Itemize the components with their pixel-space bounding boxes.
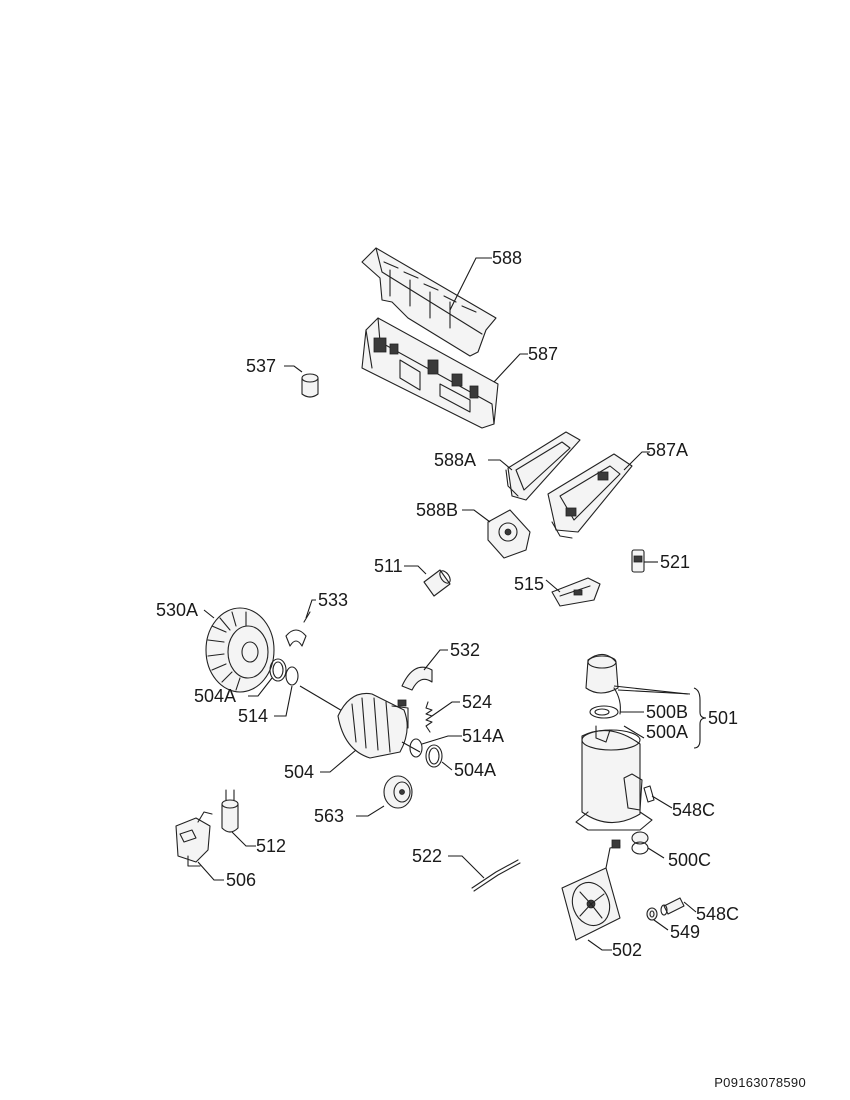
part-504A-ring-left bbox=[269, 658, 287, 682]
label-533: 533 bbox=[318, 590, 348, 610]
part-537-capacitor bbox=[301, 373, 319, 398]
part-514A-ring bbox=[409, 738, 423, 758]
label-500A: 500A bbox=[646, 722, 688, 742]
label-548C-top: 548C bbox=[672, 800, 715, 820]
document-id: P09163078590 bbox=[714, 1075, 806, 1090]
part-501-compressor bbox=[575, 653, 653, 831]
label-587: 587 bbox=[528, 344, 558, 364]
part-588B-knob-housing bbox=[487, 509, 531, 559]
part-549-cap bbox=[646, 907, 658, 921]
label-515: 515 bbox=[514, 574, 544, 594]
label-524: 524 bbox=[462, 692, 492, 712]
label-532: 532 bbox=[450, 640, 480, 660]
label-502: 502 bbox=[612, 940, 642, 960]
label-506: 506 bbox=[226, 870, 256, 890]
part-587-board bbox=[361, 317, 499, 429]
label-522: 522 bbox=[412, 846, 442, 866]
label-521: 521 bbox=[660, 552, 690, 572]
label-504: 504 bbox=[284, 762, 314, 782]
part-502-cooling-fan bbox=[561, 839, 621, 941]
part-548C-valve-bottom bbox=[660, 897, 685, 916]
part-522-sensor bbox=[471, 859, 521, 892]
label-500C: 500C bbox=[668, 850, 711, 870]
part-548C-valve-top bbox=[643, 785, 655, 803]
label-549: 549 bbox=[670, 922, 700, 942]
part-511-filter bbox=[423, 569, 451, 597]
part-563-pulley bbox=[383, 775, 413, 809]
part-533-clamp bbox=[285, 611, 311, 647]
part-504A-ring-right bbox=[425, 744, 443, 768]
label-563: 563 bbox=[314, 806, 344, 826]
label-504A-left: 504A bbox=[194, 686, 236, 706]
label-504A-right: 504A bbox=[454, 760, 496, 780]
part-514-ring bbox=[285, 666, 299, 686]
part-515-bracket bbox=[551, 577, 601, 607]
label-501: 501 bbox=[708, 708, 738, 728]
part-512-pump bbox=[221, 789, 239, 833]
label-530A: 530A bbox=[156, 600, 198, 620]
part-530A-fan-wheel bbox=[205, 607, 275, 693]
part-500C-grommet bbox=[631, 831, 649, 855]
label-587A: 587A bbox=[646, 440, 688, 460]
label-588B: 588B bbox=[416, 500, 458, 520]
label-514: 514 bbox=[238, 706, 268, 726]
label-500B: 500B bbox=[646, 702, 688, 722]
label-537: 537 bbox=[246, 356, 276, 376]
part-521-switch bbox=[631, 549, 645, 573]
label-588: 588 bbox=[492, 248, 522, 268]
part-588A-frame bbox=[505, 431, 581, 501]
label-588A: 588A bbox=[434, 450, 476, 470]
part-587A-display-board bbox=[547, 453, 633, 539]
label-548C-bottom: 548C bbox=[696, 904, 739, 924]
part-506-drain-pump bbox=[175, 811, 213, 867]
part-532-cover bbox=[401, 666, 433, 691]
part-588-cover bbox=[361, 247, 497, 357]
part-504-motor bbox=[299, 685, 421, 759]
label-514A: 514A bbox=[462, 726, 504, 746]
part-524-spring bbox=[425, 701, 433, 733]
label-511: 511 bbox=[374, 556, 403, 576]
label-512: 512 bbox=[256, 836, 286, 856]
